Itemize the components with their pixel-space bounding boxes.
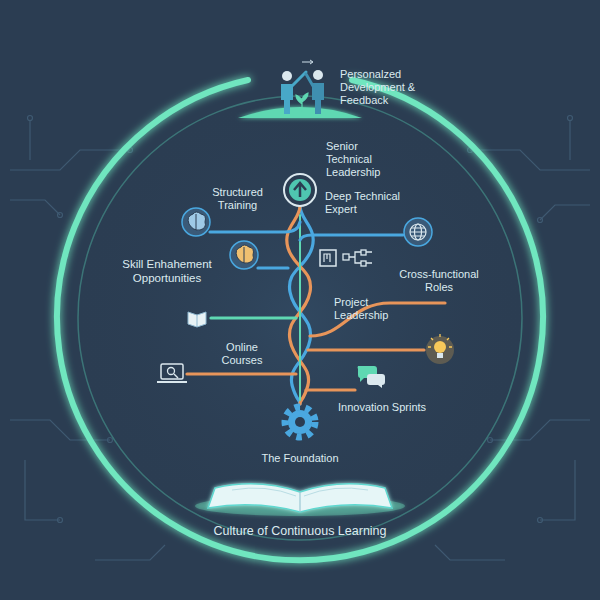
icons [157,174,454,437]
diagram-label: Personalzed Development & Feedback [340,68,450,108]
diagram-label: Online Courses [213,341,271,367]
diagram-caption: Culture of Continuous Learning [160,524,440,539]
diagram-label: Innovation Sprints [338,401,448,414]
hill [238,107,362,118]
open-book [195,484,405,516]
diagram-label: The Foundation [240,452,360,465]
outer-ring [57,80,543,560]
inner-ring [78,96,522,540]
diagram-label: Cross-functional Roles [393,268,485,294]
diagram-label: Skill Enhahement Opportunities [108,258,226,286]
people-figures [281,60,324,114]
diagram-label: Deep Technical Expert [325,190,430,216]
diagram-label: Structured Training [200,186,275,212]
diagram-label: Project Leadership [334,296,398,322]
diagram-label: Senior Technical Leadership [326,140,396,180]
branch-lines [187,222,445,390]
